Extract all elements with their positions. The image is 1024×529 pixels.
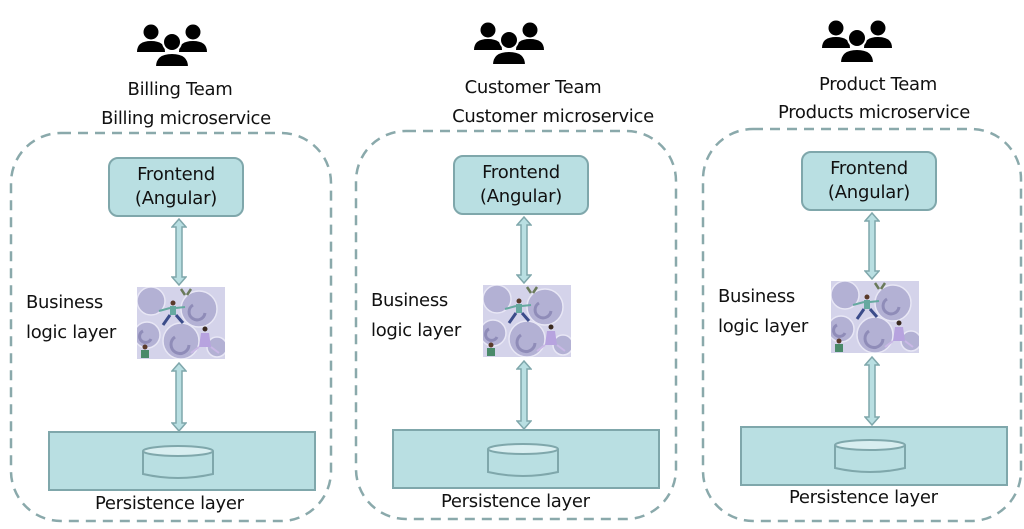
frontend-tech-label: (Angular)	[827, 182, 911, 203]
frontend-label: Frontend	[482, 162, 560, 183]
persistence-layer-label: Persistence layer	[441, 491, 590, 512]
bidirectional-arrow-icon	[864, 356, 880, 426]
database-cylinder-icon	[487, 443, 559, 477]
frontend-tech-label: (Angular)	[479, 186, 563, 207]
service-name: Products microservice	[777, 102, 971, 123]
gears-people-clipart	[483, 285, 571, 357]
bidirectional-arrow-icon	[864, 212, 880, 280]
people-group-icon	[822, 20, 892, 64]
business-logic-label: Business logic layer	[371, 286, 461, 346]
team-name: Product Team	[818, 74, 938, 95]
bidirectional-arrow-icon	[171, 218, 187, 286]
business-label: Business	[371, 290, 448, 311]
logic-layer-label: logic layer	[371, 320, 461, 341]
frontend-tech-label: (Angular)	[134, 188, 218, 209]
frontend-box: Frontend (Angular)	[453, 155, 589, 215]
persistence-layer-label: Persistence layer	[789, 487, 938, 508]
people-group-icon	[137, 24, 207, 68]
frontend-box: Frontend (Angular)	[801, 151, 937, 211]
frontend-label: Frontend	[137, 164, 215, 185]
frontend-box: Frontend (Angular)	[108, 157, 244, 217]
persistence-box	[740, 426, 1008, 486]
business-label: Business	[718, 286, 795, 307]
business-logic-label: Business logic layer	[718, 282, 808, 342]
people-group-icon	[474, 22, 544, 66]
team-name: Customer Team	[464, 77, 602, 98]
business-label: Business	[26, 292, 103, 313]
service-name: Customer microservice	[452, 106, 654, 127]
logic-layer-label: logic layer	[26, 322, 116, 343]
persistence-layer-label: Persistence layer	[95, 493, 244, 514]
database-cylinder-icon	[142, 445, 214, 479]
business-logic-label: Business logic layer	[26, 288, 116, 348]
team-name: Billing Team	[127, 79, 233, 100]
bidirectional-arrow-icon	[516, 216, 532, 284]
database-cylinder-icon	[834, 439, 906, 473]
gears-people-clipart	[137, 287, 225, 359]
gears-people-clipart	[831, 281, 919, 353]
bidirectional-arrow-icon	[171, 362, 187, 432]
bidirectional-arrow-icon	[516, 360, 532, 430]
service-name: Billing microservice	[101, 108, 271, 129]
logic-layer-label: logic layer	[718, 316, 808, 337]
frontend-label: Frontend	[830, 158, 908, 179]
